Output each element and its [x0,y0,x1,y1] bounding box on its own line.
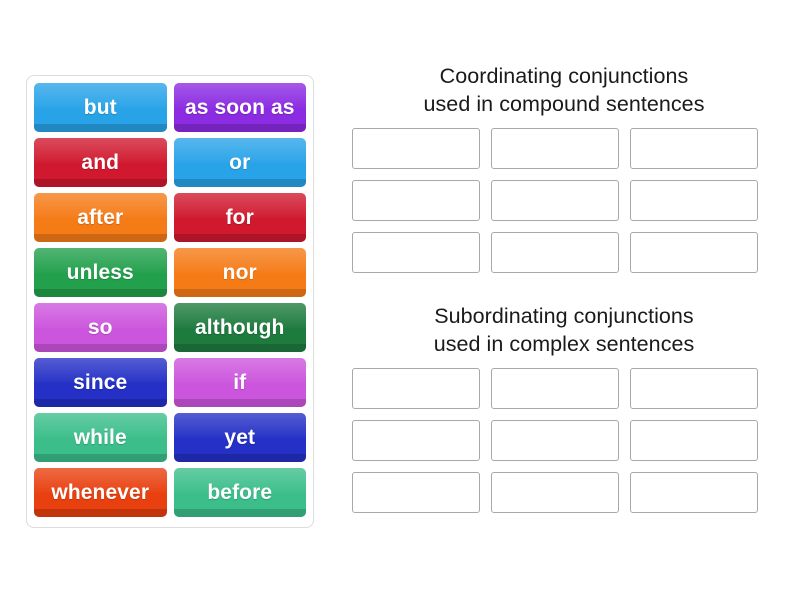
dropzone-slot[interactable] [630,127,758,169]
dropzone-slot[interactable] [491,127,619,169]
dropzone-grid-coordinating [352,127,776,273]
word-tile-label: whenever [51,481,150,504]
dropzone-slot[interactable] [630,231,758,273]
word-tile-label: after [77,206,124,229]
dropzone-slot[interactable] [491,179,619,221]
word-tile-label: yet [224,426,256,449]
dropzone-slot[interactable] [352,127,480,169]
word-tile-panel: but as soon as and or after for unless nor so alt… [26,75,314,528]
word-tile[interactable]: although [173,303,306,352]
word-tile[interactable]: if [173,358,306,407]
word-tile[interactable]: since [34,358,167,407]
category-title-subordinating: Subordinating conjunctions used in compl… [433,304,695,357]
word-tile-grid: but as soon as and or after for unless nor so alt… [34,83,306,517]
dropzone-slot[interactable] [491,471,619,513]
word-tile-label: although [195,316,285,339]
word-tile-label: as soon as [184,96,295,119]
word-tile[interactable]: whenever [34,468,167,517]
category-title-coordinating: Coordinating conjunctions used in compou… [423,64,705,117]
dropzone-slot[interactable] [352,419,480,461]
word-tile[interactable]: unless [34,248,167,297]
word-tile[interactable]: or [173,138,306,187]
dropzone-slot[interactable] [352,367,480,409]
word-tile-label: but [83,96,117,119]
word-tile[interactable]: before [173,468,306,517]
word-tile[interactable]: and [34,138,167,187]
dropzone-slot[interactable] [630,179,758,221]
dropzone-slot[interactable] [491,367,619,409]
word-tile-label: nor [222,261,257,284]
word-tile-label: and [81,151,120,174]
word-tile-label: if [233,371,247,394]
dropzone-slot[interactable] [630,419,758,461]
word-tile-label: before [207,481,273,504]
word-tile-label: unless [66,261,134,284]
dropzone-grid-subordinating [352,367,776,513]
word-tile-label: or [229,151,251,174]
word-tile[interactable]: nor [173,248,306,297]
category-group-subordinating: Subordinating conjunctions used in compl… [352,302,776,513]
dropzone-slot[interactable] [491,419,619,461]
dropzone-slot[interactable] [352,471,480,513]
word-tile[interactable]: as soon as [173,83,306,132]
word-tile-label: for [225,206,254,229]
word-tile[interactable]: after [34,193,167,242]
dropzone-slot[interactable] [630,367,758,409]
word-tile[interactable]: while [34,413,167,462]
word-tile-label: so [87,316,113,339]
dropzone-slot[interactable] [352,231,480,273]
word-tile-label: while [73,426,127,449]
word-tile-label: since [73,371,128,394]
word-tile[interactable]: yet [173,413,306,462]
word-tile[interactable]: but [34,83,167,132]
dropzone-slot[interactable] [491,231,619,273]
word-tile[interactable]: so [34,303,167,352]
word-tile[interactable]: for [173,193,306,242]
category-group-coordinating: Coordinating conjunctions used in compou… [352,62,776,273]
dropzone-slot[interactable] [352,179,480,221]
dropzone-slot[interactable] [630,471,758,513]
